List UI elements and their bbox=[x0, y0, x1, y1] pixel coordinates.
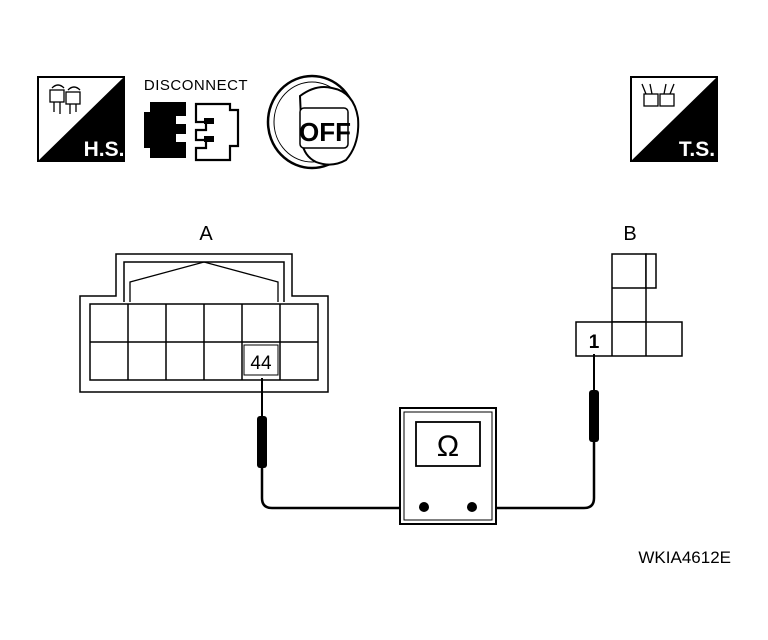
disconnect-label: DISCONNECT bbox=[144, 77, 248, 94]
probe-left bbox=[257, 378, 422, 510]
ignition-off-label: OFF bbox=[299, 117, 351, 147]
meter-terminal-left bbox=[419, 502, 429, 512]
connector-a-terminal-number: 44 bbox=[250, 353, 272, 374]
hs-icon: H.S. bbox=[37, 76, 125, 162]
connector-a-label: A bbox=[199, 223, 213, 245]
meter-terminal-right bbox=[467, 502, 477, 512]
connector-a-terminal-grid bbox=[89, 303, 319, 381]
ohmmeter: Ω bbox=[399, 407, 497, 525]
figure-code: WKIA4612E bbox=[638, 548, 731, 567]
disconnect-icon: DISCONNECT bbox=[144, 77, 248, 162]
ts-label: T.S. bbox=[679, 138, 715, 161]
ohm-symbol: Ω bbox=[437, 430, 459, 463]
ignition-key-off-icon: OFF bbox=[266, 74, 360, 170]
connector-b: B 1 bbox=[575, 223, 683, 357]
connector-b-label: B bbox=[623, 223, 636, 245]
hs-label: H.S. bbox=[84, 138, 125, 161]
connector-a: A 44 bbox=[79, 223, 329, 393]
ts-icon: T.S. bbox=[630, 76, 718, 162]
connector-b-terminal-number: 1 bbox=[589, 332, 600, 353]
probe-right bbox=[472, 354, 599, 510]
